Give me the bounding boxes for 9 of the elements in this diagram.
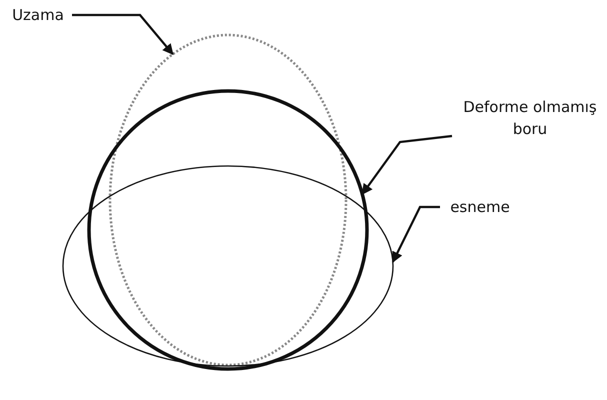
callout-label: esneme <box>440 196 520 218</box>
leader-line <box>72 14 174 56</box>
callout-label: Uzama <box>4 4 72 26</box>
deformed-pipe-ellipse <box>60 163 396 369</box>
callout-label: Deforme olmamış boru <box>452 96 607 140</box>
leader-line <box>361 134 452 195</box>
deformed-pipe-ellipse <box>107 32 349 368</box>
leader-line <box>392 206 440 263</box>
pipe-circle <box>86 88 370 372</box>
